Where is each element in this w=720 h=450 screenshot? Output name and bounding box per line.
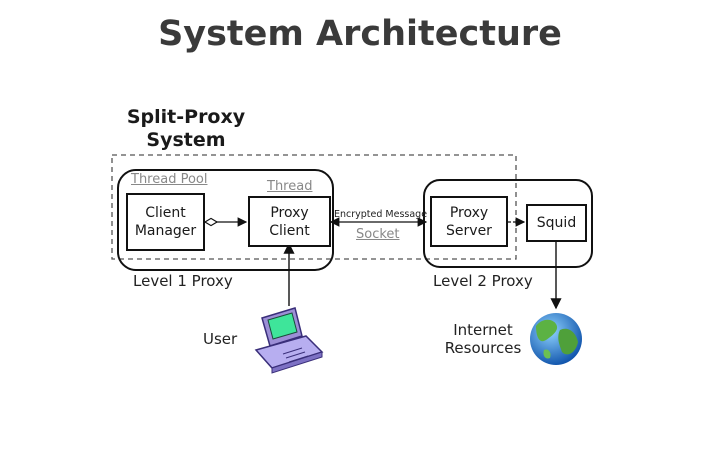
client-manager-line1: Client: [145, 205, 186, 221]
split-proxy-title-line1: Split-Proxy: [126, 106, 246, 128]
squid-box: Squid: [526, 204, 587, 242]
client-manager-line2: Manager: [134, 223, 197, 239]
proxy-client-box: Proxy Client: [248, 196, 331, 247]
page-title: System Architecture: [158, 14, 562, 54]
thread-label: Thread: [267, 179, 313, 194]
client-manager-box: Client Manager: [126, 193, 205, 251]
proxy-server-line2: Server: [446, 222, 492, 239]
internet-resources-label: Internet Resources: [438, 321, 528, 357]
level2-proxy-label: Level 2 Proxy: [433, 272, 533, 290]
proxy-client-line2: Client: [269, 222, 310, 239]
split-proxy-title-line2: System: [146, 129, 226, 151]
level1-proxy-label: Level 1 Proxy: [133, 272, 233, 290]
encrypted-message-label: Encrypted Message: [334, 209, 428, 220]
split-proxy-system-title: Split-Proxy System: [126, 106, 246, 152]
user-label: User: [203, 330, 238, 348]
proxy-client-line1: Proxy: [270, 204, 309, 221]
thread-pool-label: Thread Pool: [131, 172, 208, 187]
socket-label: Socket: [356, 227, 400, 242]
proxy-server-box: Proxy Server: [430, 196, 508, 247]
split-proxy-boundary: [111, 154, 517, 260]
internet-line2: Resources: [444, 339, 522, 357]
proxy-server-line1: Proxy: [449, 204, 489, 221]
internet-line1: Internet: [453, 321, 513, 339]
computer-icon: [254, 307, 324, 374]
squid-label: Squid: [536, 215, 577, 231]
globe-icon: [530, 313, 582, 365]
